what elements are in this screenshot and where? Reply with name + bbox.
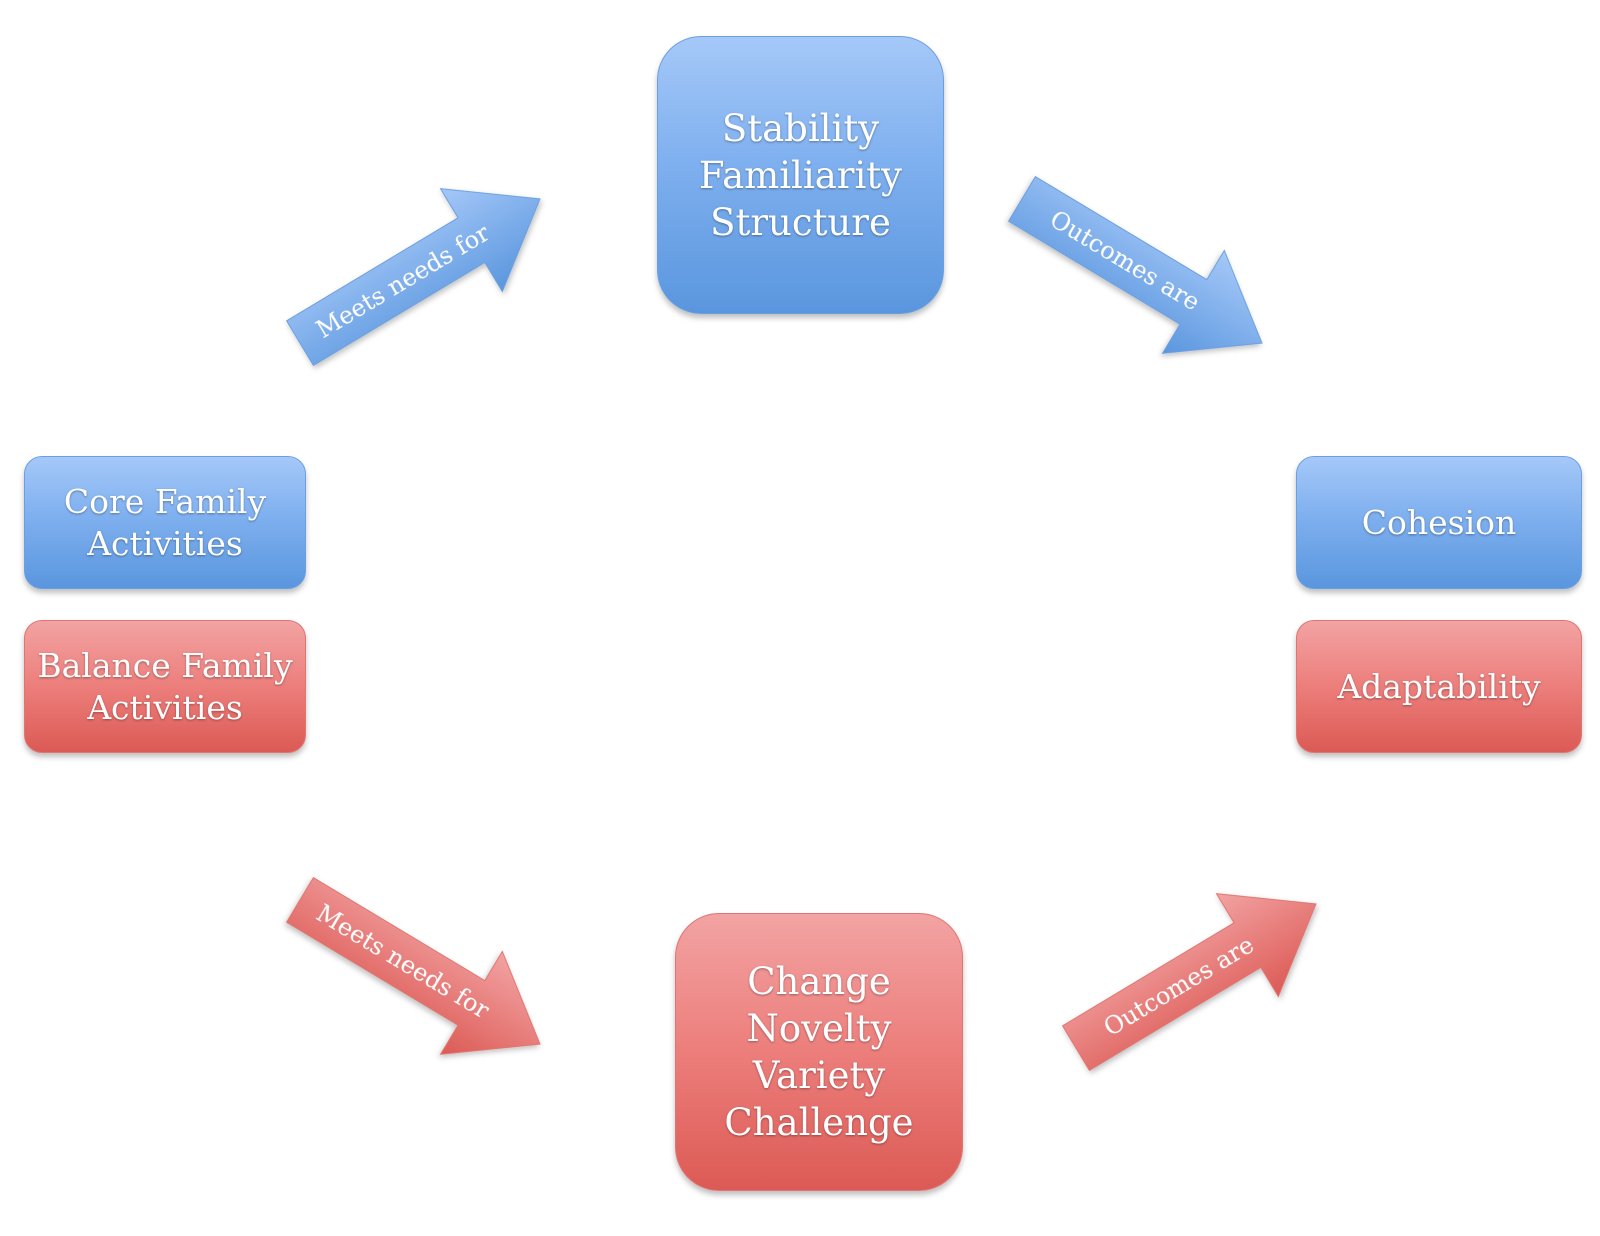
node-change-label: Change Novelty Variety Challenge xyxy=(724,960,914,1144)
arrow-shape-balance-to-change xyxy=(285,876,541,1055)
arrow-stability-to-cohesion: Outcomes are xyxy=(1007,175,1263,354)
node-stability-label: Stability Familiarity Structure xyxy=(698,106,903,244)
node-core-activities: Core Family Activities xyxy=(24,456,306,589)
arrow-shape-stability-to-cohesion xyxy=(1007,175,1263,354)
arrow-label-core-to-stability: Meets needs for xyxy=(311,218,494,344)
arrow-shape-core-to-stability xyxy=(285,188,541,367)
arrow-change-to-adaptability: Outcomes are xyxy=(1061,893,1317,1072)
arrow-label-change-to-adaptability: Outcomes are xyxy=(1099,931,1259,1042)
node-adaptability-label: Adaptability xyxy=(1337,666,1541,706)
arrow-shape-change-to-adaptability xyxy=(1061,893,1317,1072)
node-core-activities-label: Core Family Activities xyxy=(63,481,267,563)
arrow-balance-to-change: Meets needs for xyxy=(285,876,541,1055)
arrow-core-to-stability: Meets needs for xyxy=(285,188,541,367)
node-balance-activities-label: Balance Family Activities xyxy=(37,645,293,727)
arrow-label-stability-to-cohesion: Outcomes are xyxy=(1045,205,1205,316)
arrow-label-balance-to-change: Meets needs for xyxy=(311,899,494,1025)
node-stability: Stability Familiarity Structure xyxy=(657,36,944,314)
node-cohesion: Cohesion xyxy=(1296,456,1582,589)
node-change: Change Novelty Variety Challenge xyxy=(675,913,963,1191)
node-cohesion-label: Cohesion xyxy=(1361,502,1517,542)
node-balance-activities: Balance Family Activities xyxy=(24,620,306,753)
node-adaptability: Adaptability xyxy=(1296,620,1582,753)
